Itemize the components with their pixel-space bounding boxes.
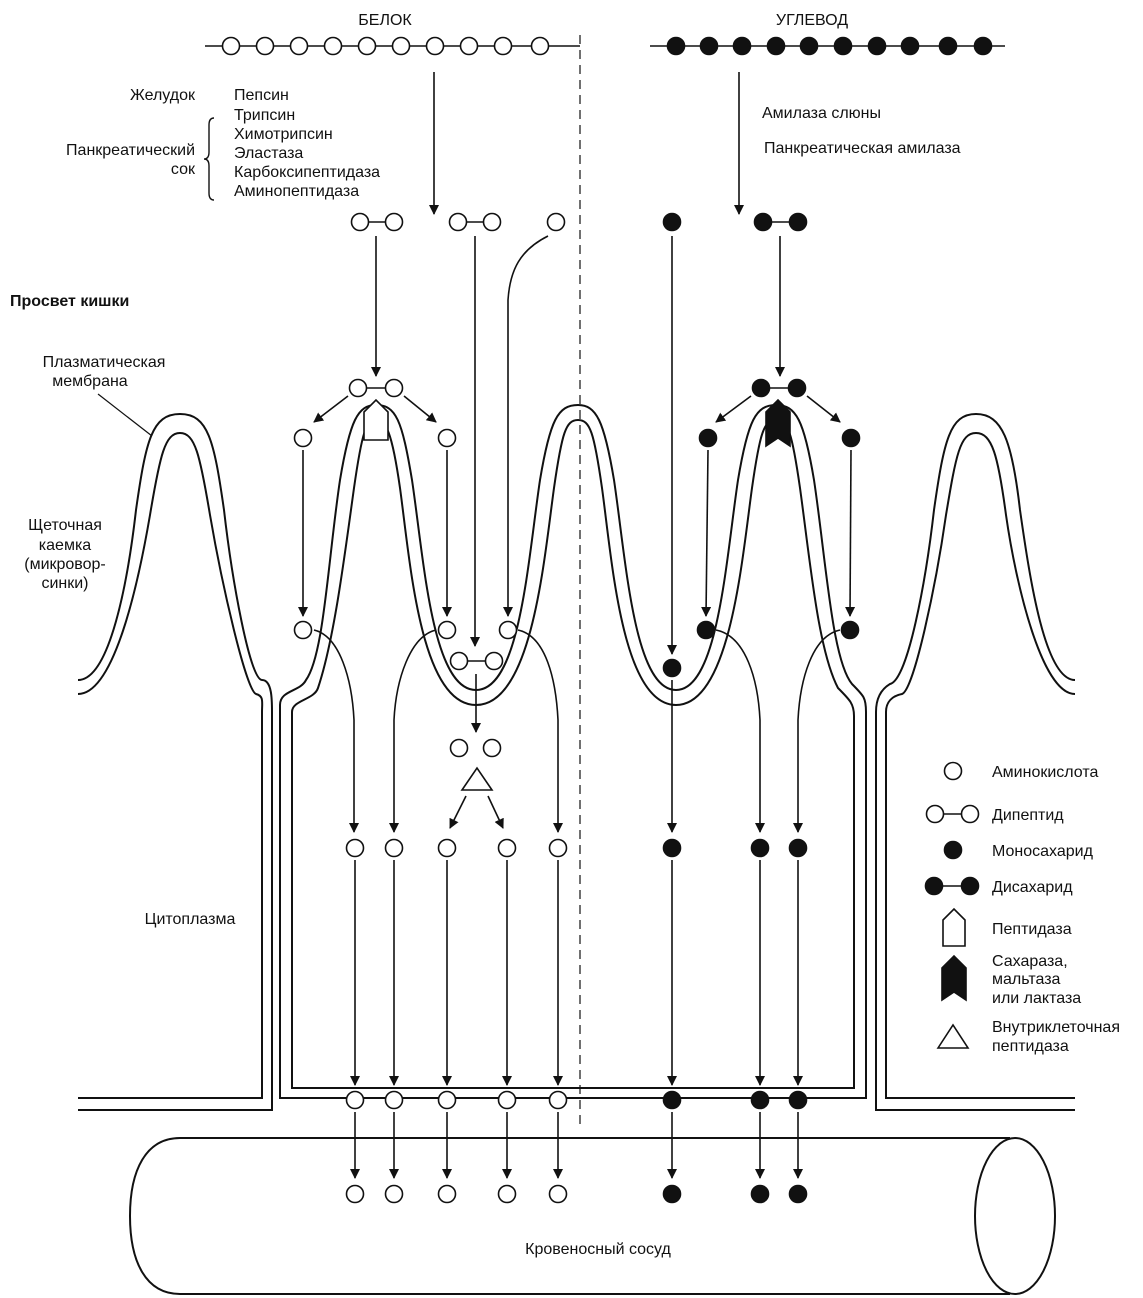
membrane-label-line1: Плазматическая [43,354,166,371]
legend-monosaccharide-text: Моносахарид [992,843,1094,860]
cytoplasm-label: Цитоплазма [145,911,236,928]
sucrase-enzyme [765,398,791,448]
dipeptide-membrane [449,651,504,671]
amino-acid-icon [943,761,963,781]
carbohydrate-title: УГЛЕВОД [776,12,848,29]
enzyme-carboxypeptidase: Карбоксипептидаза [234,164,380,181]
disaccharide-icon [924,876,980,896]
enzyme-aminopeptidase: Аминопептидаза [234,183,359,200]
protein-chain [205,36,580,56]
legend-disaccharide-text: Дисахарид [992,879,1073,896]
legend-peptidase: Пептидаза [942,907,1072,947]
dipeptide-icon [925,804,980,824]
legend-intracellular-peptidase-text-2: пептидаза [992,1038,1069,1055]
lumen-label: Просвет кишки [10,293,129,310]
membrane-label-line2: мембрана [52,373,128,390]
legend-sucrase-text-2: мальтаза [992,971,1061,988]
legend-dipeptide-text: Дипептид [992,807,1064,824]
enzyme-pancreatic-amylase: Панкреатическая амилаза [764,140,961,157]
disaccharide-lumen [753,212,808,232]
intracellular-peptidase-enzyme [460,766,494,791]
legend-amino-acid-text: Аминокислота [992,764,1098,781]
legend-sucrase-text-1: Сахараза, [992,953,1068,970]
blood-vessel [128,1137,1056,1295]
enzyme-salivary-amylase: Амилаза слюны [762,105,881,122]
pancreatic-label-line1: Панкреатический [66,142,195,159]
brush-border-label-line1: Щеточная [28,517,102,534]
carbohydrate-digestion-pathway [662,72,861,1204]
intracellular-peptidase-icon [936,1023,970,1049]
enzyme-bracket [203,117,215,201]
brush-border-membrane [77,403,1076,1111]
legend-sucrase: Сахараза, мальтаза или лактаза [941,953,1081,1007]
legend-amino-acid: Аминокислота [943,761,1098,781]
legend-monosaccharide: Моносахарид [943,840,1094,860]
brush-border-label-line4: синки) [41,575,88,592]
legend: Аминокислота Дипептид Моносахарид Дисаха… [924,761,1120,1055]
enzyme-chymotrypsin: Химотрипсин [234,126,333,143]
blood-vessel-label: Кровеносный сосуд [525,1241,671,1258]
brush-border-label-line3: (микровор- [24,556,106,573]
monosaccharide-icon [943,840,963,860]
stomach-label: Желудок [130,87,196,104]
peptidase-enzyme [363,398,389,441]
dipeptide-lumen-2 [448,212,502,232]
protein-title: БЕЛОК [358,12,412,29]
legend-intracellular-peptidase: Внутриклеточная пептидаза [936,1019,1120,1055]
legend-sucrase-text-3: или лактаза [992,990,1081,1007]
disaccharide-at-enzyme [751,378,807,398]
brush-border-label-line2: каемка [39,537,92,554]
dipeptide-at-peptidase [348,378,404,398]
protein-digestion-pathway [293,72,568,1204]
legend-peptidase-text: Пептидаза [992,921,1072,938]
legend-dipeptide: Дипептид [925,804,1064,824]
dipeptide-lumen-1 [350,212,404,232]
membrane-pointer [97,393,153,437]
legend-intracellular-peptidase-text-1: Внутриклеточная [992,1019,1120,1036]
legend-disaccharide: Дисахарид [924,876,1073,896]
enzyme-trypsin: Трипсин [234,107,295,124]
amino-acid-lumen [546,212,566,232]
carbohydrate-chain [650,36,1005,56]
enzyme-pepsin: Пепсин [234,87,289,104]
enzyme-elastase: Эластаза [234,145,303,162]
sucrase-icon [941,954,967,1002]
peptidase-icon [942,907,966,947]
pancreatic-label-line2: сок [171,161,196,178]
